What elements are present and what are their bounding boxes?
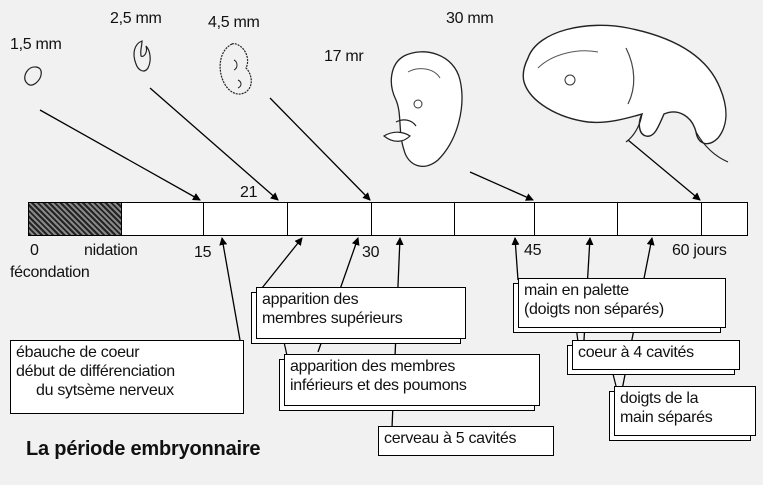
tick-0: 0 [30,242,39,260]
box-ebauche-coeur: ébauche de coeur début de différenciatio… [10,340,244,414]
arrow-4-5mm [270,98,370,200]
tick-15: 15 [194,244,211,262]
embryo-1-5mm-illustration [20,62,50,90]
size-label-17mm: 17 mr [324,48,363,66]
tick-30: 30 [362,244,379,262]
embryo-2-5mm-illustration [128,38,158,78]
tick-60-jours: 60 jours [672,242,727,260]
embryo-4-5mm-illustration [212,40,260,102]
label-fecondation: fécondation [10,264,89,282]
arrow-coeur [222,238,240,340]
box-doigts-main-separes: doigts de la main séparés [614,386,756,436]
timeline-hatched-segment [29,203,121,235]
tick-45: 45 [524,242,541,260]
arrow-palette [515,238,518,280]
box-membres-inferieurs-poumons: apparition des membres inférieurs et des… [284,354,540,406]
tick-nidation: nidation [84,242,138,260]
box-cerveau-5-cavites: cerveau à 5 cavités [378,426,554,456]
tick-21: 21 [240,184,257,202]
box-main-en-palette: main en palette (doigts non séparés) [518,278,726,328]
embryo-30mm-illustration [508,18,740,168]
arrow-17mm [470,172,533,200]
size-label-30mm: 30 mm [446,10,493,28]
embryo-17mm-illustration [374,44,470,172]
diagram-title: La période embryonnaire [26,438,260,461]
arrow-1-5mm [40,110,200,200]
timeline-bar [28,202,748,236]
box-membres-superieurs: apparition des membres supérieurs [256,287,466,339]
arrow-sup [262,238,302,288]
size-label-4-5mm: 4,5 mm [208,14,260,32]
size-label-2-5mm: 2,5 mm [110,10,162,28]
size-label-1-5mm: 1,5 mm [10,36,62,54]
box-coeur-4-cavites: coeur à 4 cavités [572,340,740,370]
arrow-2-5mm [150,88,278,200]
